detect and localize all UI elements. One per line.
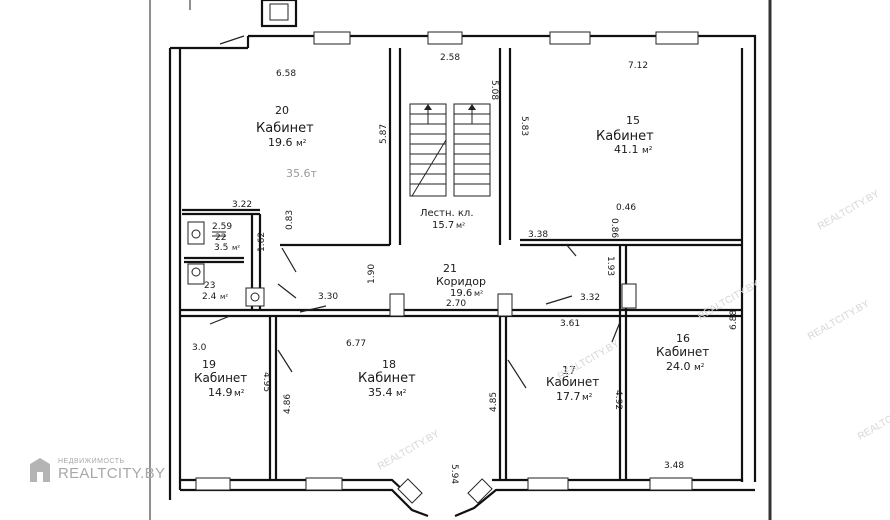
dim-4-95: 4.95	[261, 372, 271, 392]
dim-2-59: 2.59	[212, 222, 232, 232]
room-17-unit: м²	[582, 393, 593, 403]
room-19-name: Кабинет	[194, 371, 247, 385]
wm-diag-3: REALTCITY.BY	[806, 298, 872, 342]
room-23-area: 2.4	[202, 292, 217, 302]
dim-0-46: 0.46	[616, 203, 636, 213]
chimney	[189, 0, 298, 28]
stair-label: Лестн. кл. 15.7 м²	[420, 208, 474, 231]
dim-5-94: 5.94	[449, 464, 459, 484]
windows-top	[313, 31, 699, 45]
dim-4-85: 4.85	[489, 392, 499, 412]
room-23-number: 23	[204, 281, 215, 291]
room-22-number: 22	[215, 233, 226, 243]
dimension-labels: 6.58 5.87 2.58 5.08 5.83 7.12 3.22 0.83 …	[192, 53, 739, 484]
room-18-name: Кабинет	[358, 371, 416, 386]
stair-unit: м²	[456, 221, 465, 230]
room-16-number: 16	[676, 332, 690, 345]
room-19-label: 19 Кабинет 14.9 м²	[194, 358, 247, 399]
windows-bottom	[195, 477, 693, 504]
dim-3-0: 3.0	[192, 343, 207, 353]
dim-5-83: 5.83	[519, 116, 529, 136]
dim-0-86: 0.86	[609, 218, 619, 238]
room-23-label: 23 2.4 м²	[202, 281, 228, 302]
dim-3-32: 3.32	[580, 293, 600, 303]
outer-walls	[168, 34, 757, 518]
room-21-number: 21	[443, 262, 457, 275]
watermark-text: НЕДВИЖИМОСТЬ REALTCITY.BY	[58, 458, 165, 482]
room-18-label: 18 Кабинет 35.4 м²	[358, 358, 416, 399]
dim-3-30: 3.30	[318, 292, 338, 302]
dim-4-86: 4.86	[283, 394, 293, 414]
dim-5-08: 5.08	[489, 80, 499, 100]
watermark-small-text: НЕДВИЖИМОСТЬ	[58, 458, 125, 465]
room-16-area: 24.0	[666, 360, 691, 373]
interior-walls	[180, 48, 742, 480]
dim-0-83: 0.83	[285, 210, 295, 230]
dim-3-38: 3.38	[528, 230, 548, 240]
wc-fixtures	[187, 221, 265, 307]
dim-1-93: 1.93	[605, 256, 615, 276]
dim-2-58: 2.58	[440, 53, 460, 63]
room-15-name: Кабинет	[596, 129, 654, 144]
room-19-unit: м²	[234, 389, 245, 399]
dim-1-62: 1.62	[257, 232, 267, 252]
room-20-unit: м²	[296, 139, 307, 149]
dim-3-48: 3.48	[664, 461, 684, 471]
watermark-brand-text: REALTCITY.BY	[58, 465, 166, 482]
dim-6-88: 6.88	[729, 310, 739, 330]
room-19-area: 14.9	[208, 386, 233, 399]
room-20-name: Кабинет	[256, 121, 314, 136]
dim-3-61: 3.61	[560, 319, 580, 329]
room-21-name: Коридор	[436, 275, 486, 288]
pencil-note: 35.6т	[286, 167, 317, 180]
wm-diag-4: REALTCITY.BY	[376, 428, 442, 472]
wm-diag-5: REALTCITY.BY	[856, 398, 890, 442]
watermark: НЕДВИЖИМОСТЬ REALTCITY.BY	[28, 456, 165, 484]
dim-2-70: 2.70	[446, 299, 466, 309]
room-21-unit: м²	[474, 289, 483, 298]
stair-name: Лестн. кл.	[420, 208, 474, 219]
room-21-area: 19.6	[450, 288, 472, 299]
room-20-number: 20	[275, 104, 289, 117]
room-22-unit: м²	[232, 244, 240, 252]
dim-6-58: 6.58	[276, 69, 296, 79]
room-15-area: 41.1	[614, 143, 639, 156]
room-15-unit: м²	[642, 146, 653, 156]
room-16-label: 16 Кабинет 24.0 м²	[656, 332, 709, 373]
corridor-columns	[389, 283, 637, 317]
room-18-area: 35.4	[368, 386, 393, 399]
room-17-area: 17.7	[556, 390, 581, 403]
dim-5-87: 5.87	[379, 124, 389, 144]
room-16-unit: м²	[694, 363, 705, 373]
room-19-number: 19	[202, 358, 216, 371]
dim-1-90: 1.90	[367, 264, 377, 284]
room-15-label: 15 Кабинет 41.1 м²	[596, 114, 654, 156]
room-17-name: Кабинет	[546, 375, 599, 389]
dim-4-92: 4.92	[613, 390, 623, 410]
room-23-unit: м²	[220, 293, 228, 301]
room-20-label: 20 Кабинет 19.6 м²	[256, 104, 314, 149]
room-15-number: 15	[626, 114, 640, 127]
room-18-unit: м²	[396, 389, 407, 399]
dim-7-12: 7.12	[628, 61, 648, 71]
room-17-label: 17 Кабинет 17.7 м²	[546, 364, 599, 403]
wm-diag-6: REALTCITY.BY	[816, 188, 882, 232]
room-18-number: 18	[382, 358, 396, 371]
stair-area: 15.7	[432, 220, 454, 231]
room-22-label: 22 3.5 м²	[214, 233, 240, 253]
realtcity-logo-icon	[30, 458, 50, 482]
dim-3-22: 3.22	[232, 200, 252, 210]
room-21-label: 21 Коридор 19.6 м²	[436, 262, 486, 299]
room-22-area: 3.5	[214, 243, 228, 253]
room-20-area: 19.6	[268, 136, 293, 149]
staircase	[409, 103, 491, 197]
room-16-name: Кабинет	[656, 345, 709, 359]
door-swings	[209, 35, 621, 389]
room-17-number: 17	[562, 364, 576, 377]
dim-6-77: 6.77	[346, 339, 366, 349]
